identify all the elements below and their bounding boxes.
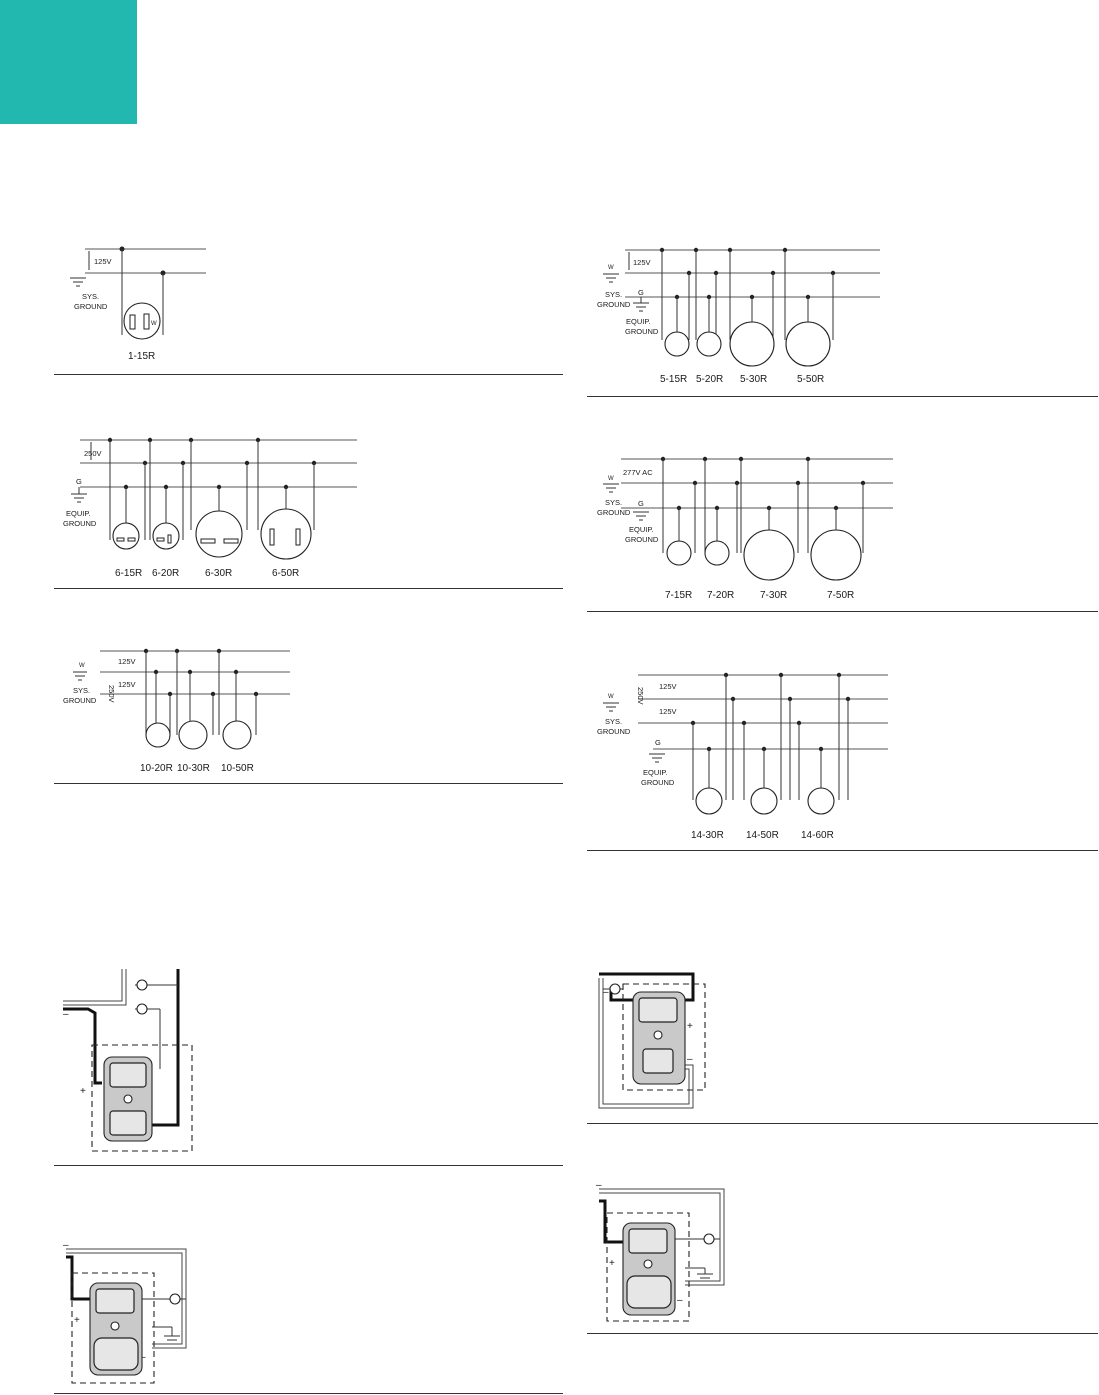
receptacle-icon <box>123 302 161 340</box>
receptacle-label-7-50r: 7-50R <box>827 590 854 601</box>
diagram-1-15r: 125V SYS. GROUND W 1-15R <box>60 240 220 370</box>
receptacle-label-10-20r: 10-20R <box>140 763 173 774</box>
receptacle-label-5-15r: 5-15R <box>660 374 687 385</box>
diagram-10-series: 125V 125V 250V W SYS. GROUND 10-20R 10-3… <box>60 645 320 775</box>
neutral-mark: W <box>151 321 157 327</box>
equip-ground-label-1: EQUIP. <box>643 768 667 777</box>
wiring-switch-receptacle-right: – + – <box>593 1180 733 1325</box>
equip-ground-label-2: GROUND <box>625 327 659 336</box>
ground-label-1: SYS. <box>73 686 90 695</box>
minus-label-2: – <box>677 1295 683 1306</box>
ground-label-1: EQUIP. <box>66 509 90 518</box>
teal-accent-block <box>0 0 137 124</box>
sys-ground-label-1: SYS. <box>605 717 622 726</box>
equip-ground-label-1: EQUIP. <box>629 525 653 534</box>
divider <box>587 1333 1098 1334</box>
voltage-label-total: 250V <box>636 687 645 705</box>
voltage-label-1: 125V <box>659 682 677 691</box>
wiring-two-switches: – + <box>60 965 210 1155</box>
divider <box>587 850 1098 851</box>
receptacle-label-14-50r: 14-50R <box>746 830 779 841</box>
divider <box>54 783 563 784</box>
g-label: G <box>76 477 82 486</box>
equip-ground-label-2: GROUND <box>625 535 659 544</box>
plus-label: + <box>80 1086 86 1097</box>
plus-label: + <box>609 1258 615 1269</box>
plus-label: + <box>74 1315 80 1326</box>
sys-ground-label-2: GROUND <box>597 508 631 517</box>
receptacle-label-5-50r: 5-50R <box>797 374 824 385</box>
plus-label: + <box>687 1021 693 1032</box>
neutral-mark: W <box>608 694 614 700</box>
voltage-label-2: 125V <box>659 707 677 716</box>
divider <box>54 374 563 375</box>
diagram-14-series: 125V 125V 250V W SYS. GROUND G EQUIP. GR… <box>593 665 893 845</box>
wiring-switch-pilot: – + – <box>593 965 723 1115</box>
sys-ground-label-1: SYS. <box>605 290 622 299</box>
sys-ground-label-2: GROUND <box>597 300 631 309</box>
divider <box>54 1165 563 1166</box>
g-label: G <box>655 738 661 747</box>
diagram-5-series: 125V W SYS. GROUND G EQUIP. GROUND 5-15R… <box>593 240 893 390</box>
neutral-mark: W <box>608 476 614 482</box>
neutral-mark: W <box>79 663 85 669</box>
g-label: G <box>638 288 644 297</box>
voltage-label-2: 125V <box>118 680 136 689</box>
equip-ground-label-2: GROUND <box>641 778 675 787</box>
receptacle-label-14-60r: 14-60R <box>801 830 834 841</box>
minus-label: – <box>596 1180 602 1191</box>
divider <box>587 611 1098 612</box>
sys-ground-label-2: GROUND <box>597 727 631 736</box>
ground-label-2: GROUND <box>74 302 108 311</box>
sys-ground-label-1: SYS. <box>605 498 622 507</box>
equip-ground-label-1: EQUIP. <box>626 317 650 326</box>
voltage-label: 125V <box>94 257 112 266</box>
divider <box>54 1393 563 1394</box>
voltage-label: 125V <box>633 258 651 267</box>
divider <box>54 588 563 589</box>
voltage-label: 250V <box>84 449 102 458</box>
receptacle-label-5-20r: 5-20R <box>696 374 723 385</box>
ground-label-1: SYS. <box>82 292 99 301</box>
receptacle-label: 1-15R <box>128 351 155 362</box>
divider <box>587 396 1098 397</box>
neutral-mark: W <box>608 265 614 271</box>
divider <box>587 1123 1098 1124</box>
minus-label: – <box>63 1009 69 1020</box>
receptacle-label-6-30r: 6-30R <box>205 568 232 579</box>
voltage-label-total: 250V <box>107 685 116 703</box>
receptacle-label-7-30r: 7-30R <box>760 590 787 601</box>
receptacle-label-10-50r: 10-50R <box>221 763 254 774</box>
voltage-label-1: 125V <box>118 657 136 666</box>
diagram-7-series: 277V AC W SYS. GROUND G EQUIP. GROUND 7-… <box>593 450 903 605</box>
wiring-switch-receptacle: – + – <box>60 1238 200 1388</box>
receptacle-label-14-30r: 14-30R <box>691 830 724 841</box>
receptacle-label-6-50r: 6-50R <box>272 568 299 579</box>
ground-label-2: GROUND <box>63 696 97 705</box>
minus-label-2: – <box>140 1352 146 1363</box>
receptacle-label-6-20r: 6-20R <box>152 568 179 579</box>
diagram-6-series: 250V G EQUIP. GROUND 6-15R 6-20R 6-30R <box>60 430 370 580</box>
g-label: G <box>638 499 644 508</box>
receptacle-label-5-30r: 5-30R <box>740 374 767 385</box>
receptacle-label-7-20r: 7-20R <box>707 590 734 601</box>
minus-label-2: – <box>687 1054 693 1065</box>
ground-label-2: GROUND <box>63 519 97 528</box>
receptacle-label-10-30r: 10-30R <box>177 763 210 774</box>
minus-label: – <box>63 1240 69 1251</box>
voltage-label: 277V AC <box>623 468 653 477</box>
minus-label: – <box>603 987 609 998</box>
receptacle-label-7-15r: 7-15R <box>665 590 692 601</box>
receptacle-label-6-15r: 6-15R <box>115 568 142 579</box>
